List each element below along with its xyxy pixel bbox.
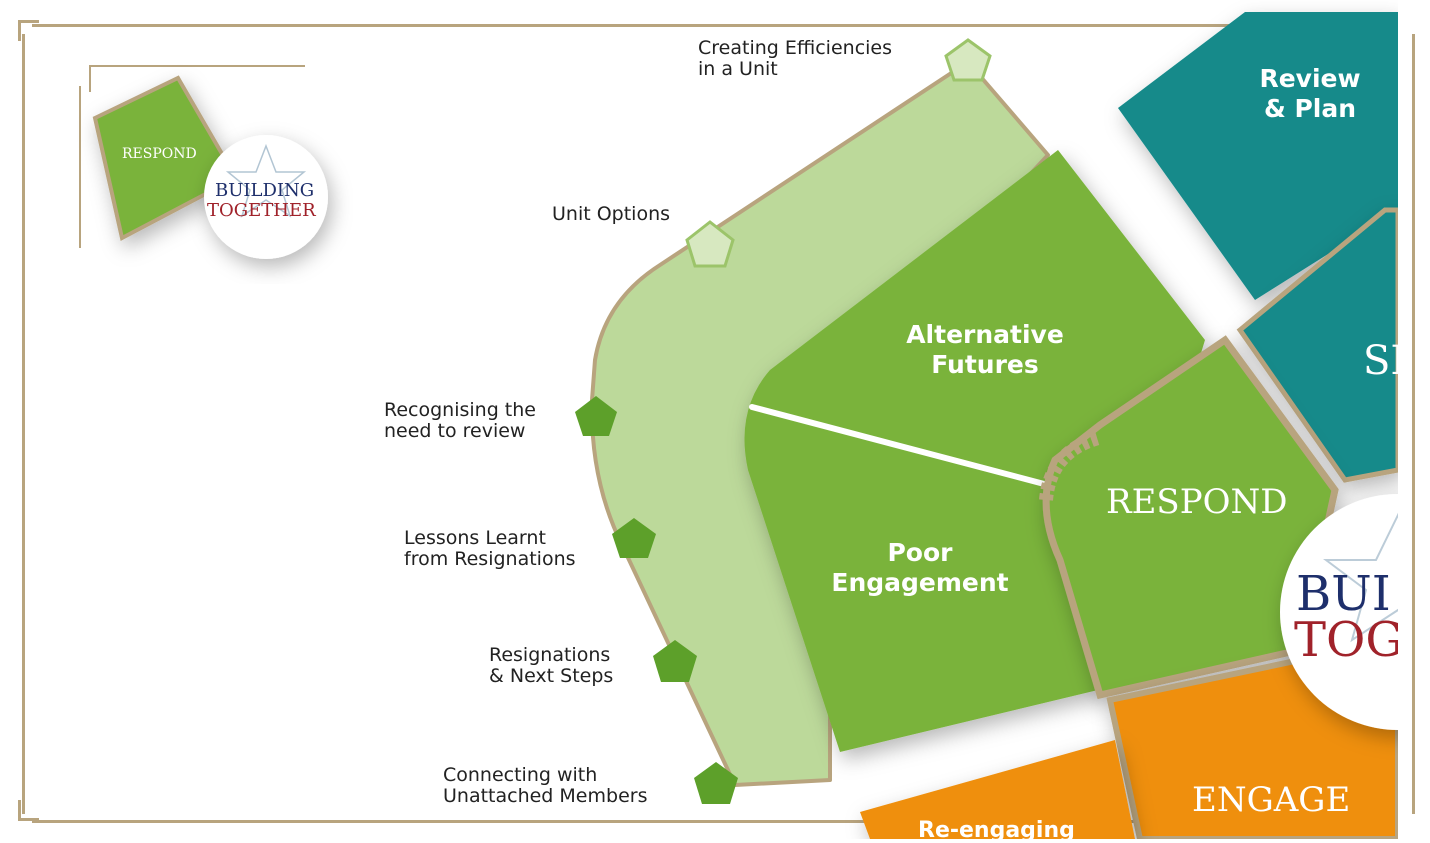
step-marker-lessons[interactable] [612,518,656,558]
step-label-resignations-line2: & Next Steps [489,665,614,687]
step-label-resignations[interactable]: Resignations & Next Steps [489,645,613,687]
step-marker-unit-options[interactable] [685,220,735,268]
step-marker-recognising[interactable] [575,396,617,436]
hub-logo-line1: BUI [1296,566,1391,622]
step-label-recognising-line1: Recognising the [384,399,536,421]
step-label-recognising-line2: need to review [384,420,526,442]
step-label-efficiencies[interactable]: Creating Efficiencies in a Unit [698,38,892,80]
step-label-connecting-line2: Unattached Members [443,785,648,807]
respond-card-ornament [1039,431,1101,501]
step-label-connecting-line1: Connecting with [443,764,598,786]
step-label-lessons[interactable]: Lessons Learnt from Resignations [404,528,576,570]
segment-label-review-plan[interactable]: Review & Plan [1240,64,1380,124]
inset-logo-circle [204,135,328,259]
segment-label-alternative-futures[interactable]: Alternative Futures [895,320,1075,380]
review-plan-segment [1118,12,1398,300]
frame-top-border [32,24,1412,27]
step-label-lessons-line2: from Resignations [404,548,576,570]
hub-engage-label[interactable]: ENGAGE [1192,780,1351,820]
corner-ornament-top-left [18,20,39,41]
step-label-efficiencies-line1: Creating Efficiencies [698,37,893,59]
review-plan-line2: & Plan [1263,94,1357,123]
alternative-futures-line2: Futures [931,350,1039,379]
step-markers [575,38,992,804]
hub-respond-label[interactable]: RESPOND [1106,482,1288,522]
poor-engagement-line1: Poor [887,538,953,567]
frame-right-border-front [1412,34,1415,814]
corner-ornament-bottom-left [18,800,39,821]
segment-divider [749,404,1051,488]
frame-bottom-border [32,820,1412,823]
inset-logo-star [225,143,307,218]
step-label-efficiencies-line2: in a Unit [698,58,778,80]
hub-teal-partial-label: SE [1363,338,1398,384]
poor-engagement-line2: Engagement [831,568,1009,597]
step-label-unit-options[interactable]: Unit Options [552,204,670,225]
step-label-lessons-line1: Lessons Learnt [404,527,546,549]
inset-respond-label: RESPOND [122,146,197,162]
review-plan-line1: Review [1259,64,1361,93]
hub-logo-circle [1280,494,1430,730]
step-label-unit-options-line1: Unit Options [552,203,671,225]
frame-left-border [22,34,25,814]
inset-logo-line2: TOGETHER [207,200,316,221]
step-marker-connecting[interactable] [694,762,738,804]
reengaging-segment [860,740,1135,839]
hub-reengaging-label[interactable]: Re-engaging [918,818,1075,843]
segment-label-poor-engagement[interactable]: Poor Engagement [820,538,1020,598]
alternative-futures-line1: Alternative [906,320,1064,349]
inset-logo-line1: BUILDING [215,180,315,201]
step-label-connecting[interactable]: Connecting with Unattached Members [443,765,647,807]
step-marker-resignations[interactable] [653,640,697,682]
step-marker-efficiencies[interactable] [944,38,992,82]
step-label-recognising[interactable]: Recognising the need to review [384,400,536,442]
hub-logo-line2: TOG [1294,612,1404,668]
inset-frame [89,65,305,92]
step-label-resignations-line1: Resignations [489,644,611,666]
